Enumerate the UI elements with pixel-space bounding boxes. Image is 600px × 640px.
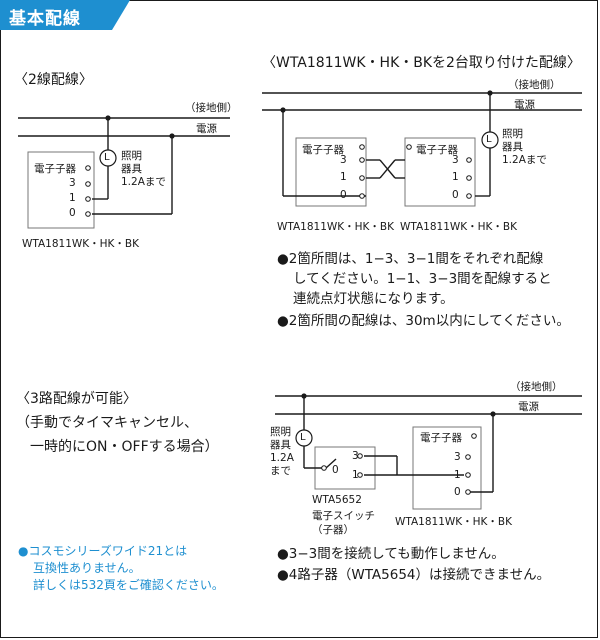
tw3-note-1: ●3−3間を接続しても動作しません。: [277, 546, 505, 562]
compat-bullet: ●: [18, 544, 29, 558]
dual-b-t1: 1: [452, 171, 459, 183]
header-title: 基本配線: [9, 9, 81, 29]
dual-b-t0: 0: [452, 189, 459, 201]
two-wire-t1: 1: [69, 192, 76, 204]
header-tab: [0, 0, 130, 30]
tw3-main-t1: 1: [454, 469, 461, 481]
tw3-sub-name-2: （子器）: [312, 524, 354, 536]
dual-lamp-symbol: L: [486, 134, 492, 145]
dual-ground-label: （接地側）: [508, 79, 561, 91]
three-way-subtitle-2: 一時的にON・OFFする場合）: [30, 439, 219, 455]
two-wire-t3: 3: [69, 177, 76, 189]
two-wire-device-name: 電子子器: [34, 163, 76, 175]
tw-lamp-icon: [99, 149, 117, 167]
dual-device-a-box: [295, 137, 367, 207]
dual-title: 〈WTA1811WK・HK・BKを2台取り付けた配線〉: [262, 55, 581, 71]
dual-a-name: 電子子器: [302, 144, 344, 156]
two-wire-lamp-symbol: L: [104, 152, 110, 163]
tw3-power-label: 電源: [518, 401, 539, 413]
tw3-sub-model: WTA5652: [312, 494, 362, 506]
dual-b-name: 電子子器: [416, 144, 458, 156]
tw3-main-t3: 3: [454, 451, 461, 463]
tw3-sub-t0: 0: [332, 464, 339, 476]
compat-note-line-3: 詳しくは532頁をご確認ください。: [33, 578, 224, 592]
tw3-lamp-label: 照明 器具 1.2A まで: [270, 426, 294, 477]
tw3-main-t0: 0: [454, 486, 461, 498]
tw3-sub-t3: 3: [352, 450, 359, 462]
tw3-lamp-icon: [295, 429, 313, 447]
two-wire-model: WTA1811WK・HK・BK: [22, 238, 140, 250]
dual-lamp-icon: [481, 131, 499, 149]
dual-a-t1: 1: [340, 171, 347, 183]
two-wire-power-label: 電源: [196, 123, 217, 135]
dual-power-label: 電源: [514, 99, 535, 111]
dual-a-t3: 3: [340, 154, 347, 166]
dual-note-line-1: ●2箇所間は、1−3、3−1間をそれぞれ配線: [277, 251, 544, 267]
dual-note-line-3: 連続点灯状態になります。: [293, 291, 454, 307]
three-way-title: 〈3路配線が可能〉: [16, 391, 137, 407]
dual-note-line-4: ●2箇所間の配線は、30m以内にしてください。: [277, 313, 570, 329]
tw3-ground-label: （接地側）: [510, 381, 563, 393]
compat-note-line-2: 互換性ありません。: [33, 561, 141, 575]
dual-device-b-box: [404, 137, 476, 207]
tw3-lamp-symbol: L: [300, 432, 306, 443]
dual-a-t0: 0: [340, 189, 347, 201]
two-wire-lamp-label: 照明 器具 1.2Aまで: [121, 150, 166, 188]
dual-b-model: WTA1811WK・HK・BK: [400, 221, 518, 233]
tw3-main-box: [412, 426, 482, 510]
dual-lamp-label: 照明 器具 1.2Aまで: [502, 128, 547, 166]
two-wire-title: 〈2線配線〉: [14, 72, 93, 88]
tw-device-box: [27, 151, 95, 229]
compat-line-1-text: コスモシリーズワイド21とは: [28, 544, 188, 558]
tw3-sub-name-1: 電子スイッチ: [312, 510, 375, 522]
two-wire-ground-label: （接地側）: [185, 102, 238, 114]
tw3-sub-t1: 1: [352, 469, 359, 481]
tw3-note-2: ●4路子器（WTA5654）は接続できません。: [277, 567, 551, 583]
three-way-subtitle-1: （手動でタイマキャンセル、: [16, 415, 198, 431]
tw3-main-name: 電子子器: [420, 432, 462, 444]
dual-a-model: WTA1811WK・HK・BK: [277, 221, 395, 233]
tw3-main-model: WTA1811WK・HK・BK: [395, 516, 513, 528]
compat-note-line-1: ●コスモシリーズワイド21とは: [18, 543, 187, 559]
dual-b-t3: 3: [452, 154, 459, 166]
two-wire-t0: 0: [69, 207, 76, 219]
dual-note-line-2: してください。1−1、3−3間を配線すると: [293, 271, 552, 287]
